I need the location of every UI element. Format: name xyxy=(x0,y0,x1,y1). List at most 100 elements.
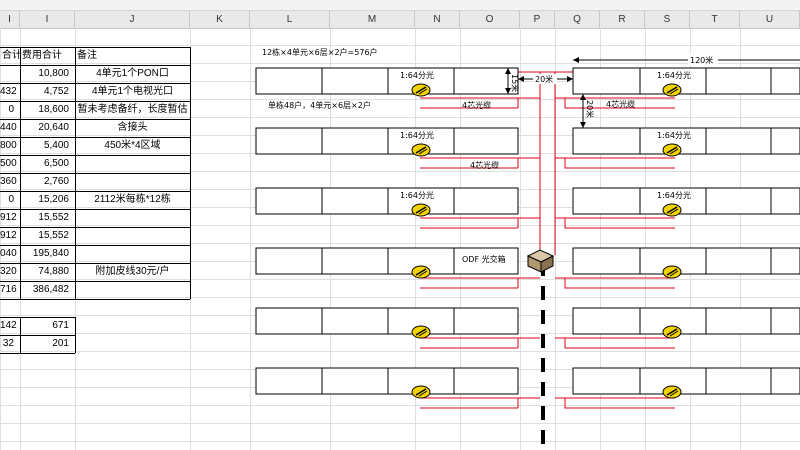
summary-cell-cost[interactable]: 671 xyxy=(52,320,69,331)
dimension-arrow xyxy=(580,94,586,100)
table-cell-remark[interactable]: 附加皮线30元/户 xyxy=(95,266,170,277)
grid-row-line xyxy=(0,243,800,244)
table-cell-cost[interactable]: 15,206 xyxy=(38,194,69,205)
table-border xyxy=(0,65,190,66)
table-cell-remark[interactable]: 暂未考虑备纤，长度暂估 xyxy=(77,104,188,115)
table-cell-cost[interactable]: 4,752 xyxy=(43,86,69,97)
table-border xyxy=(0,209,190,210)
grid-column-line xyxy=(460,27,461,450)
column-header-q[interactable]: Q xyxy=(555,11,600,28)
column-header-t[interactable]: T xyxy=(690,11,740,28)
table-border xyxy=(75,47,76,299)
table-cell-total[interactable]: 800 xyxy=(0,140,17,151)
grid-row-line xyxy=(0,405,800,406)
splitter-stripe xyxy=(666,146,678,154)
table-border xyxy=(190,47,191,299)
dimension-120: 120米 xyxy=(690,55,713,65)
table-cell-cost[interactable]: 15,552 xyxy=(38,230,69,241)
splitter-stripe xyxy=(418,390,428,397)
table-cell-cost[interactable]: 386,482 xyxy=(32,284,69,295)
summary-cell-total[interactable]: 32 xyxy=(2,338,14,349)
table-cell-remark[interactable]: 4单元1个电视光口 xyxy=(91,86,174,97)
dimension-arrow xyxy=(580,122,586,128)
table-cell-total[interactable]: 040 xyxy=(0,248,17,259)
grid-column-line xyxy=(645,27,646,450)
table-cell-cost[interactable]: 2,760 xyxy=(43,176,69,187)
column-header-s[interactable]: S xyxy=(645,11,690,28)
table-cell-cost[interactable]: 5,400 xyxy=(43,140,69,151)
building-unit xyxy=(321,187,389,215)
splitter-label: 1:64分光 xyxy=(400,70,434,80)
table-cell-total[interactable]: 912 xyxy=(0,212,17,223)
grid-row-line xyxy=(0,351,800,352)
column-header-l[interactable]: L xyxy=(250,11,330,28)
grid-row-line xyxy=(0,45,800,46)
table-cell-total[interactable]: 432 xyxy=(0,86,17,97)
fiber-line xyxy=(555,337,675,349)
table-cell-total[interactable]: 716 xyxy=(0,284,17,295)
table-header-cost-total[interactable]: 费用合计 xyxy=(22,50,62,61)
table-cell-cost[interactable]: 74,880 xyxy=(38,266,69,277)
formula-bar-edge xyxy=(0,0,800,10)
dimension-label-bg xyxy=(688,54,718,65)
splitter-stripe xyxy=(669,208,679,215)
table-cell-total[interactable]: 912 xyxy=(0,230,17,241)
table-cell-remark[interactable]: 4单元1个PON口 xyxy=(96,68,169,79)
column-header-r[interactable]: R xyxy=(600,11,645,28)
splitter-stripe xyxy=(418,148,428,155)
grid-row-line xyxy=(0,297,800,298)
building-unit xyxy=(387,247,455,275)
table-header-total[interactable]: 合计 xyxy=(2,50,22,61)
table-cell-cost[interactable]: 195,840 xyxy=(32,248,69,259)
table-cell-total[interactable]: 0 xyxy=(8,104,14,115)
grid-column-line xyxy=(520,27,521,450)
table-cell-total[interactable]: 440 xyxy=(0,122,17,133)
column-header-n[interactable]: N xyxy=(415,11,460,28)
splitter-stripe xyxy=(415,86,427,94)
column-header-j[interactable]: J xyxy=(75,11,190,28)
table-cell-cost[interactable]: 20,640 xyxy=(38,122,69,133)
splitter-stripe xyxy=(669,88,679,95)
building-unit xyxy=(572,187,641,215)
summary-cell-cost[interactable]: 201 xyxy=(52,338,69,349)
table-cell-total[interactable]: 0 xyxy=(8,194,14,205)
building-unit xyxy=(705,367,772,395)
splitter-label: 1:64分光 xyxy=(657,70,691,80)
summary-cell-total[interactable]: 142 xyxy=(0,320,17,331)
fiber-line xyxy=(555,97,675,109)
building-unit xyxy=(321,247,389,275)
table-cell-cost[interactable]: 15,552 xyxy=(38,212,69,223)
grid-column-line xyxy=(415,27,416,450)
fiber-line xyxy=(555,157,675,169)
column-header-i[interactable]: I xyxy=(20,11,75,28)
table-cell-remark[interactable]: 2112米每栋*12栋 xyxy=(94,194,171,205)
column-header-m[interactable]: M xyxy=(330,11,415,28)
table-header-remarks[interactable]: 备注 xyxy=(77,50,97,61)
grid-column-line xyxy=(330,27,331,450)
building-unit xyxy=(255,127,323,155)
building-unit xyxy=(453,367,519,395)
table-cell-remark[interactable]: 含接头 xyxy=(117,122,148,133)
table-cell-total[interactable]: 500 xyxy=(0,158,17,169)
column-header-k[interactable]: K xyxy=(190,11,250,28)
table-cell-total[interactable]: 320 xyxy=(0,266,17,277)
splitter-stripe xyxy=(666,388,678,396)
column-header-o[interactable]: O xyxy=(460,11,520,28)
splitter-stripe xyxy=(666,206,678,214)
splitter-stripe xyxy=(415,146,427,154)
table-cell-total[interactable]: 360 xyxy=(0,176,17,187)
table-cell-cost[interactable]: 10,800 xyxy=(38,68,69,79)
grid-row-line xyxy=(0,171,800,172)
table-border xyxy=(0,137,190,138)
table-cell-cost[interactable]: 18,600 xyxy=(38,104,69,115)
table-cell-remark[interactable]: 450米*4区域 xyxy=(104,140,161,151)
grid-row-line xyxy=(0,279,800,280)
grid-row-line xyxy=(0,225,800,226)
column-header-i[interactable]: I xyxy=(0,11,20,28)
column-header-p[interactable]: P xyxy=(520,11,555,28)
table-cell-cost[interactable]: 6,500 xyxy=(43,158,69,169)
dimension-20-horizontal: 20米 xyxy=(535,74,553,84)
building-unit xyxy=(572,67,641,95)
building-unit xyxy=(705,307,772,335)
